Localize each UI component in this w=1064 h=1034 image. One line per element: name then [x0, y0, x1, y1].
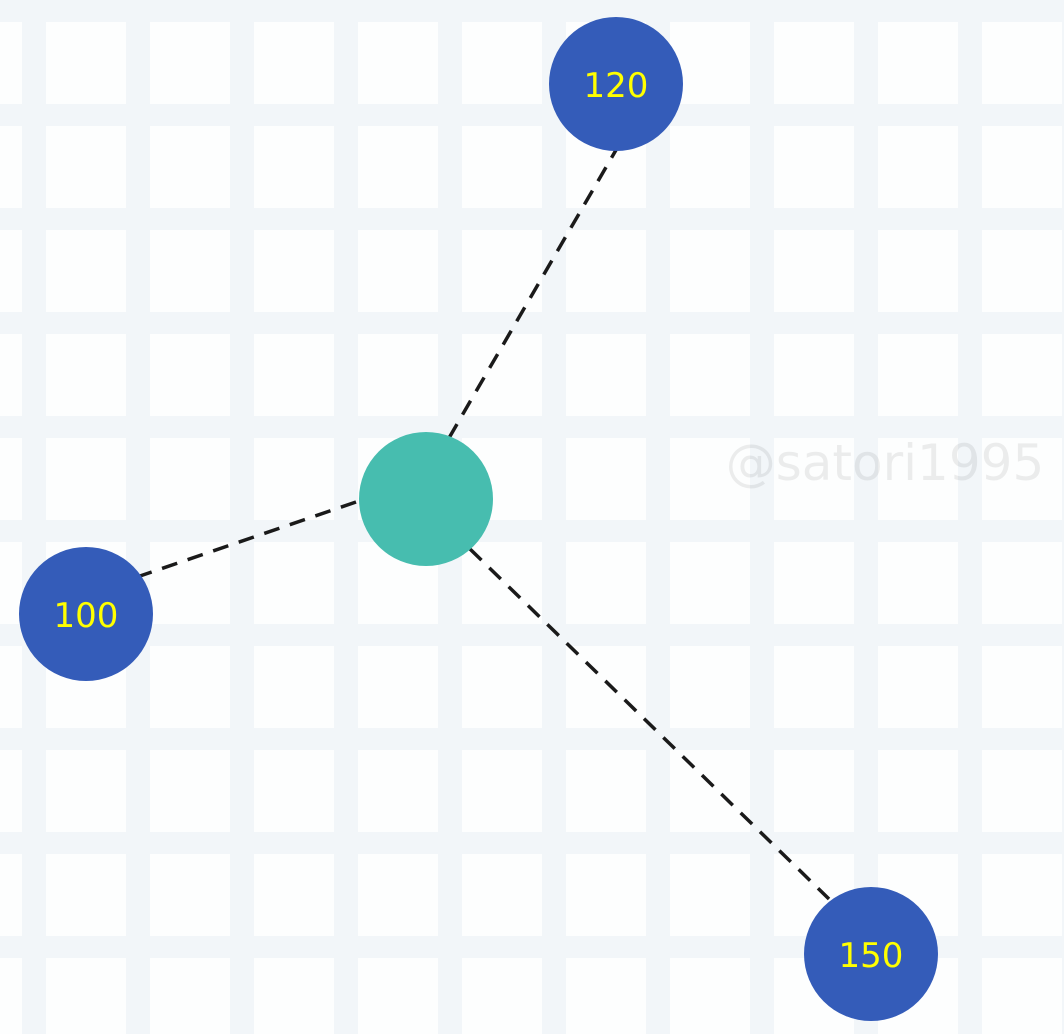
- leaf-node-top-circle: [549, 17, 683, 151]
- leaf-node-bottom-right-label: 150: [839, 936, 904, 976]
- leaf-node-bottom-right: 150: [804, 887, 938, 1021]
- leaf-node-top-label: 120: [584, 66, 649, 106]
- edge-hub-to-bottom-right: [468, 547, 831, 901]
- watermark: @satori1995: [726, 434, 1045, 492]
- hub-node: [359, 432, 493, 566]
- edge-hub-to-left: [139, 500, 357, 578]
- leaf-node-left-label: 100: [54, 596, 119, 636]
- leaf-node-left-circle: [19, 547, 153, 681]
- leaf-node-left: 100: [19, 547, 153, 681]
- leaf-node-top: 120: [549, 17, 683, 151]
- edge-hub-to-top: [447, 149, 618, 439]
- leaf-node-bottom-right-circle: [804, 887, 938, 1021]
